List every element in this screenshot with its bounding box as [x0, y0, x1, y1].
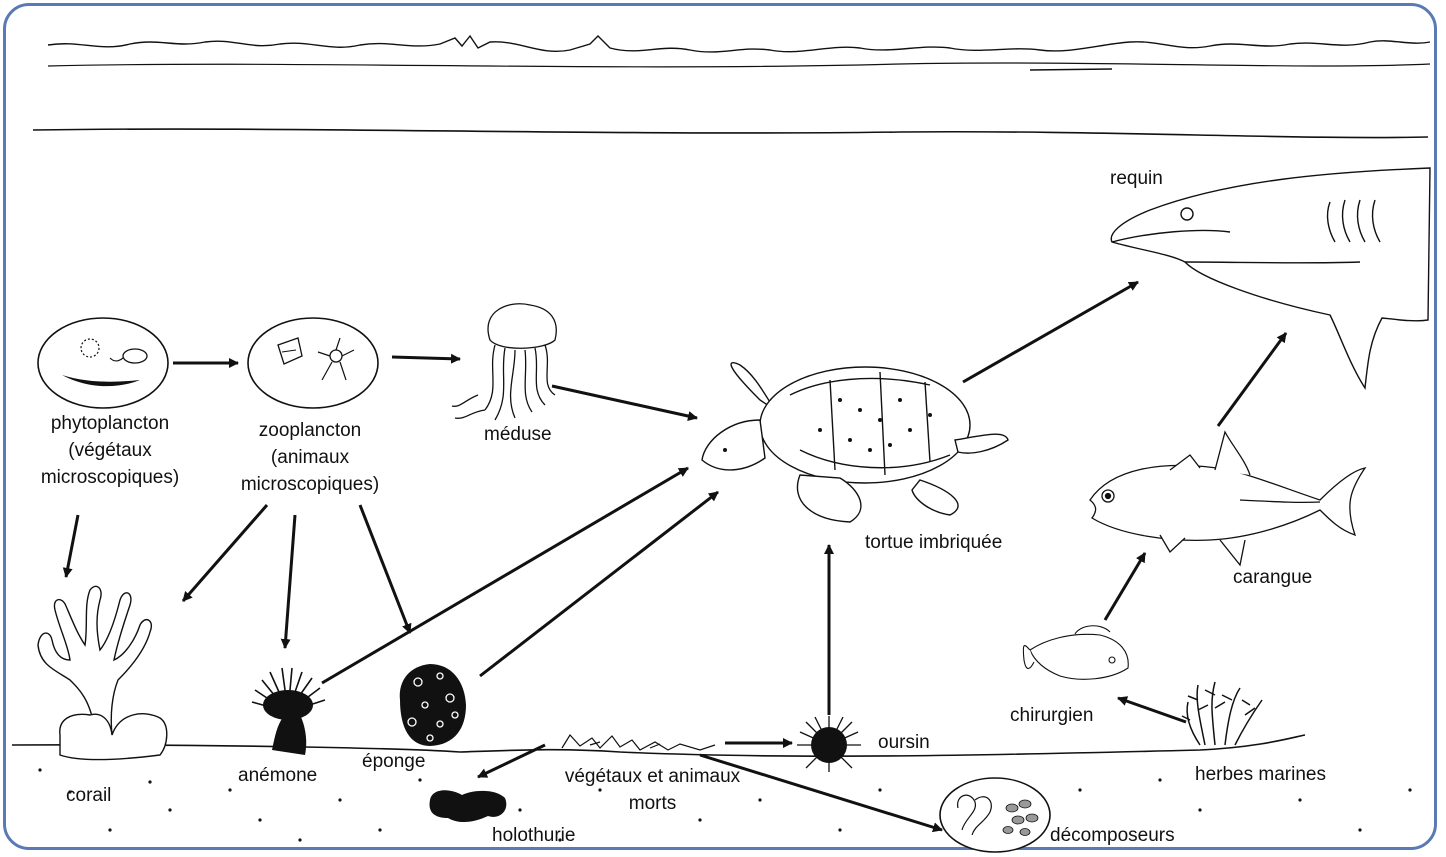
coastline-base	[48, 63, 1430, 67]
seafloor-line	[12, 735, 1305, 756]
label-phytoplancton-sub2: microscopiques)	[30, 464, 190, 491]
dead-matter-illustration	[562, 735, 715, 750]
label-morts-line1: végétaux et animaux	[545, 763, 760, 790]
arrow-anemone-to-tortue	[322, 468, 688, 683]
label-chirurgien: chirurgien	[1010, 702, 1093, 729]
label-zooplancton-sub2: microscopiques)	[225, 471, 395, 498]
jellyfish-illustration	[452, 304, 556, 420]
label-zooplancton-title: zooplancton	[225, 417, 395, 444]
label-morts: végétaux et animaux morts	[545, 763, 760, 817]
sponge-illustration	[400, 664, 466, 746]
label-zooplancton-sub1: (animaux	[225, 444, 395, 471]
label-phytoplancton-title: phytoplancton	[30, 410, 190, 437]
label-tortue: tortue imbriquée	[865, 529, 1002, 556]
jack-fish-illustration	[1090, 432, 1365, 565]
label-decomposeurs: décomposeurs	[1050, 822, 1175, 849]
arrow-phyto-to-corail	[66, 515, 78, 577]
label-oursin: oursin	[878, 729, 930, 756]
sea-cucumber-illustration	[430, 790, 507, 822]
arrow-tortue-to-requin	[963, 282, 1138, 382]
coast-dash	[1030, 69, 1112, 70]
label-meduse: méduse	[484, 421, 552, 448]
arrow-zoo-to-anemone	[285, 515, 295, 648]
coral-illustration	[38, 586, 167, 759]
urchin-illustration	[797, 716, 861, 772]
water-surface	[33, 129, 1428, 138]
phytoplankton-illustration	[38, 318, 168, 408]
label-eponge: éponge	[362, 748, 425, 775]
label-requin: requin	[1110, 165, 1163, 192]
label-zooplancton: zooplancton (animaux microscopiques)	[225, 417, 395, 498]
label-carangue: carangue	[1233, 564, 1312, 591]
seagrass-illustration	[1182, 682, 1262, 745]
zooplankton-illustration	[248, 318, 378, 408]
arrow-herbes-to-chirurgien	[1118, 698, 1186, 722]
coastline	[48, 36, 1430, 52]
label-phytoplancton-sub1: (végétaux	[30, 437, 190, 464]
arrow-carangue-to-requin	[1218, 333, 1286, 426]
surgeonfish-illustration	[1023, 626, 1128, 680]
anemone-illustration	[252, 668, 325, 755]
label-corail: corail	[66, 782, 111, 809]
arrow-zoo-to-eponge	[360, 505, 410, 633]
arrow-zoo-to-meduse	[392, 357, 460, 359]
arrow-zoo-to-corail	[183, 505, 267, 601]
turtle-illustration	[702, 363, 1008, 522]
label-morts-line2: morts	[545, 790, 760, 817]
decomposers-illustration	[940, 778, 1050, 852]
label-anemone: anémone	[238, 762, 317, 789]
label-holothurie: holothurie	[492, 822, 575, 849]
arrow-meduse-to-tortue	[552, 386, 697, 418]
label-phytoplancton: phytoplancton (végétaux microscopiques)	[30, 410, 190, 491]
label-herbes: herbes marines	[1195, 761, 1326, 788]
arrow-chirurgien-to-carangue	[1105, 553, 1145, 620]
